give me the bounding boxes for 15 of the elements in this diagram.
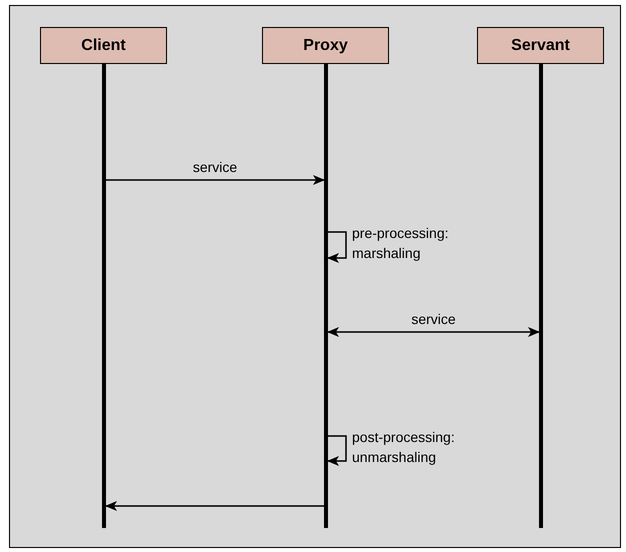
edge-label: service [192,158,238,176]
lifeline [324,64,328,528]
edge-label: pre-processing: marshaling [352,224,450,263]
lifeline [102,64,106,528]
edge-label: service [411,310,456,328]
participant-box: Proxy [262,27,389,64]
arrow [106,175,325,185]
arrow [105,501,324,511]
arrow [327,231,347,263]
lifeline [539,64,543,528]
arrow [327,327,540,337]
participant-box: Client [40,27,167,64]
edge-label: post-processing: unmarshaling [352,428,456,467]
participant-box: Servant [477,27,604,64]
arrow [327,435,347,466]
